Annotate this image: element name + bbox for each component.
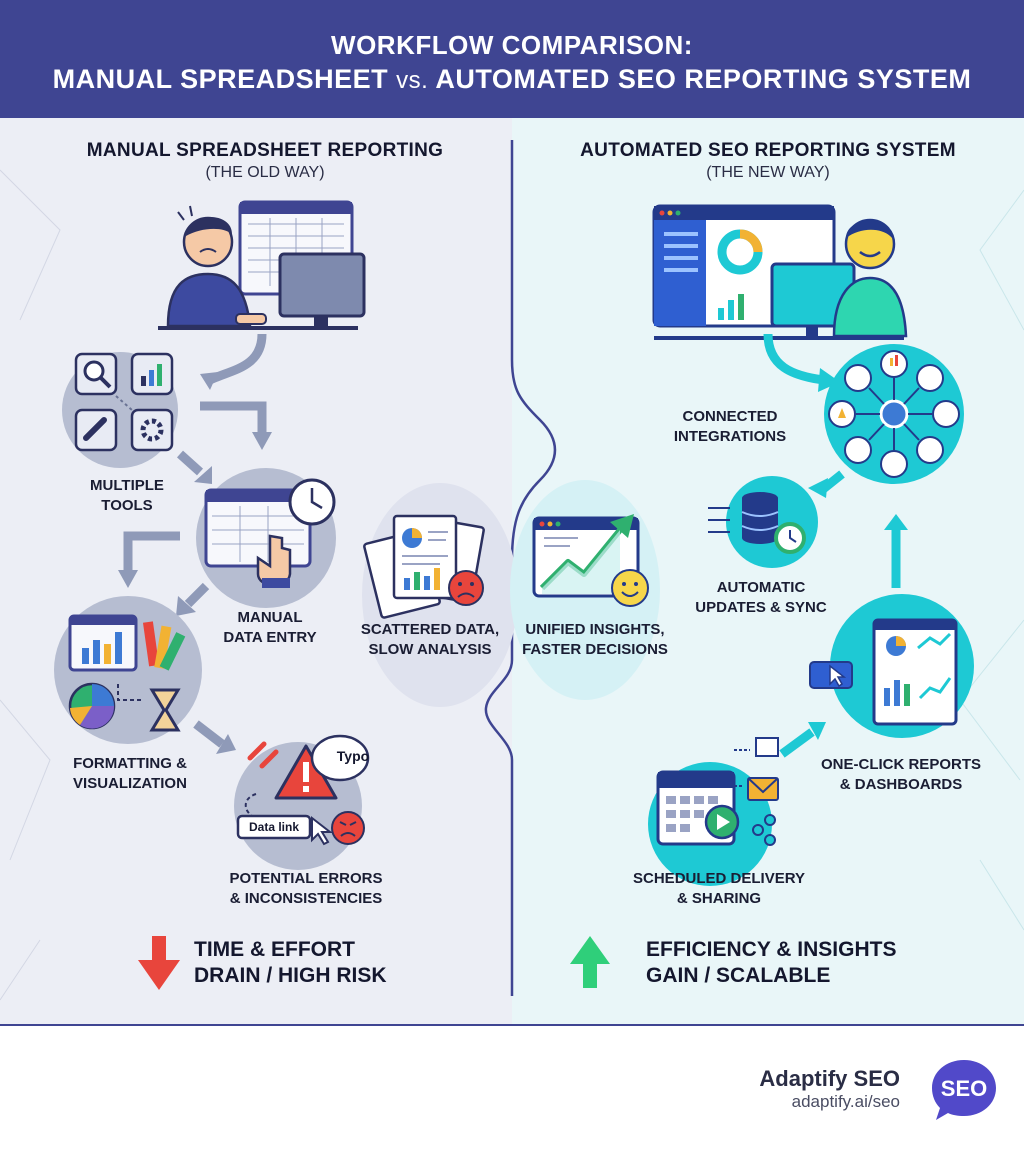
left-illustrations xyxy=(54,200,485,990)
label-line: ONE-CLICK REPORTS xyxy=(820,756,981,773)
label-automatic-updates: AUTOMATIC UPDATES & SYNC xyxy=(686,578,836,618)
hourglass-icon xyxy=(149,688,181,732)
seo-logo-icon: SEO xyxy=(932,1060,996,1120)
title-vs: vs. xyxy=(396,67,429,94)
label-line: POTENTIAL ERRORS xyxy=(229,870,383,887)
label-line: & DASHBOARDS xyxy=(839,776,963,793)
label-manual-data-entry: MANUAL DATA ENTRY xyxy=(200,608,340,648)
label-line: & SHARING xyxy=(676,890,762,907)
right-illustrations xyxy=(532,204,974,988)
label-line: VISUALIZATION xyxy=(73,775,187,792)
label-line: UPDATES & SYNC xyxy=(695,599,827,616)
brand-url[interactable]: adaptify.ai/seo xyxy=(791,1092,900,1111)
happy-person-icon xyxy=(652,204,908,340)
manual-data-entry-icon xyxy=(196,468,336,608)
share-icon xyxy=(752,814,776,846)
typo-bubble: Typo xyxy=(336,748,370,764)
label-line: MANUAL xyxy=(237,609,303,626)
scattered-data-icon xyxy=(363,514,485,619)
left-result: TIME & EFFORT DRAIN / HIGH RISK xyxy=(194,937,454,989)
label-line: & INCONSISTENCIES xyxy=(229,890,383,907)
header-banner: WORKFLOW COMPARISON: MANUAL SPREADSHEET … xyxy=(0,0,1024,118)
title-left-part: MANUAL SPREADSHEET xyxy=(52,64,397,94)
one-click-reports-icon xyxy=(809,594,974,738)
label-line: INTEGRATIONS xyxy=(673,428,787,445)
play-icon xyxy=(704,804,740,840)
sad-face-icon xyxy=(448,570,484,606)
right-subtitle: (THE NEW WAY) xyxy=(706,164,830,181)
label-line: FASTER DECISIONS xyxy=(522,641,668,658)
stressed-person-icon xyxy=(158,200,366,330)
label-line: DATA ENTRY xyxy=(223,629,317,646)
label-line: MULTIPLE xyxy=(90,477,164,494)
left-title: MANUAL SPREADSHEET REPORTING xyxy=(86,140,444,161)
formatting-visualization-icon xyxy=(54,596,202,744)
right-result: EFFICIENCY & INSIGHTS GAIN / SCALABLE xyxy=(646,937,926,989)
data-link-tag: Data link xyxy=(248,820,299,834)
label-scattered-data: SCATTERED DATA, SLOW ANALYSIS xyxy=(350,620,510,660)
label-line: AUTOMATIC xyxy=(716,579,806,596)
scheduled-delivery-icon xyxy=(648,737,779,886)
result-line: GAIN / SCALABLE xyxy=(646,964,831,987)
page-title-line2: MANUAL SPREADSHEET vs. AUTOMATED SEO REP… xyxy=(0,64,1024,95)
seo-logo-text: SEO xyxy=(941,1076,987,1101)
label-line: UNIFIED INSIGHTS, xyxy=(525,621,665,638)
result-line: DRAIN / HIGH RISK xyxy=(194,964,387,987)
label-line: TOOLS xyxy=(101,497,153,514)
angry-face-icon xyxy=(331,811,365,845)
result-line: TIME & EFFORT xyxy=(194,938,355,961)
label-line: SCATTERED DATA, xyxy=(360,621,500,638)
title-right-part: AUTOMATED SEO REPORTING SYSTEM xyxy=(428,64,972,94)
right-title: AUTOMATED SEO REPORTING SYSTEM xyxy=(580,140,956,161)
database-sync-icon xyxy=(708,476,818,568)
page-title-line1: WORKFLOW COMPARISON: xyxy=(331,30,693,60)
multiple-tools-icon xyxy=(62,352,178,468)
label-line: SCHEDULED DELIVERY xyxy=(633,870,805,887)
label-one-click-reports: ONE-CLICK REPORTS & DASHBOARDS xyxy=(808,755,994,795)
label-line: SLOW ANALYSIS xyxy=(368,641,492,658)
label-scheduled-delivery: SCHEDULED DELIVERY & SHARING xyxy=(626,869,812,909)
label-multiple-tools: MULTIPLE TOOLS xyxy=(62,476,192,516)
errors-inconsistencies-icon xyxy=(234,734,370,870)
brand-name: Adaptify SEO xyxy=(759,1066,900,1091)
label-potential-errors: POTENTIAL ERRORS & INCONSISTENCIES xyxy=(216,869,396,909)
unified-insights-icon xyxy=(532,514,649,607)
label-connected-integrations: CONNECTED INTEGRATIONS xyxy=(660,407,800,447)
center-divider xyxy=(484,140,557,996)
footer-divider xyxy=(0,1024,1024,1026)
smiley-icon xyxy=(611,569,649,607)
label-formatting: FORMATTING & VISUALIZATION xyxy=(50,754,210,794)
arrow-up-icon xyxy=(570,936,610,988)
integration-hub-icon xyxy=(824,344,964,484)
color-swatch-icon xyxy=(142,621,186,671)
arrow-down-icon xyxy=(138,936,180,990)
label-unified-insights: UNIFIED INSIGHTS, FASTER DECISIONS xyxy=(516,620,674,660)
email-icon xyxy=(747,777,779,801)
result-line: EFFICIENCY & INSIGHTS xyxy=(646,938,897,961)
label-line: CONNECTED xyxy=(682,408,778,425)
cursor-icon xyxy=(809,661,853,689)
label-line: FORMATTING & xyxy=(73,755,187,772)
left-subtitle: (THE OLD WAY) xyxy=(205,164,325,181)
